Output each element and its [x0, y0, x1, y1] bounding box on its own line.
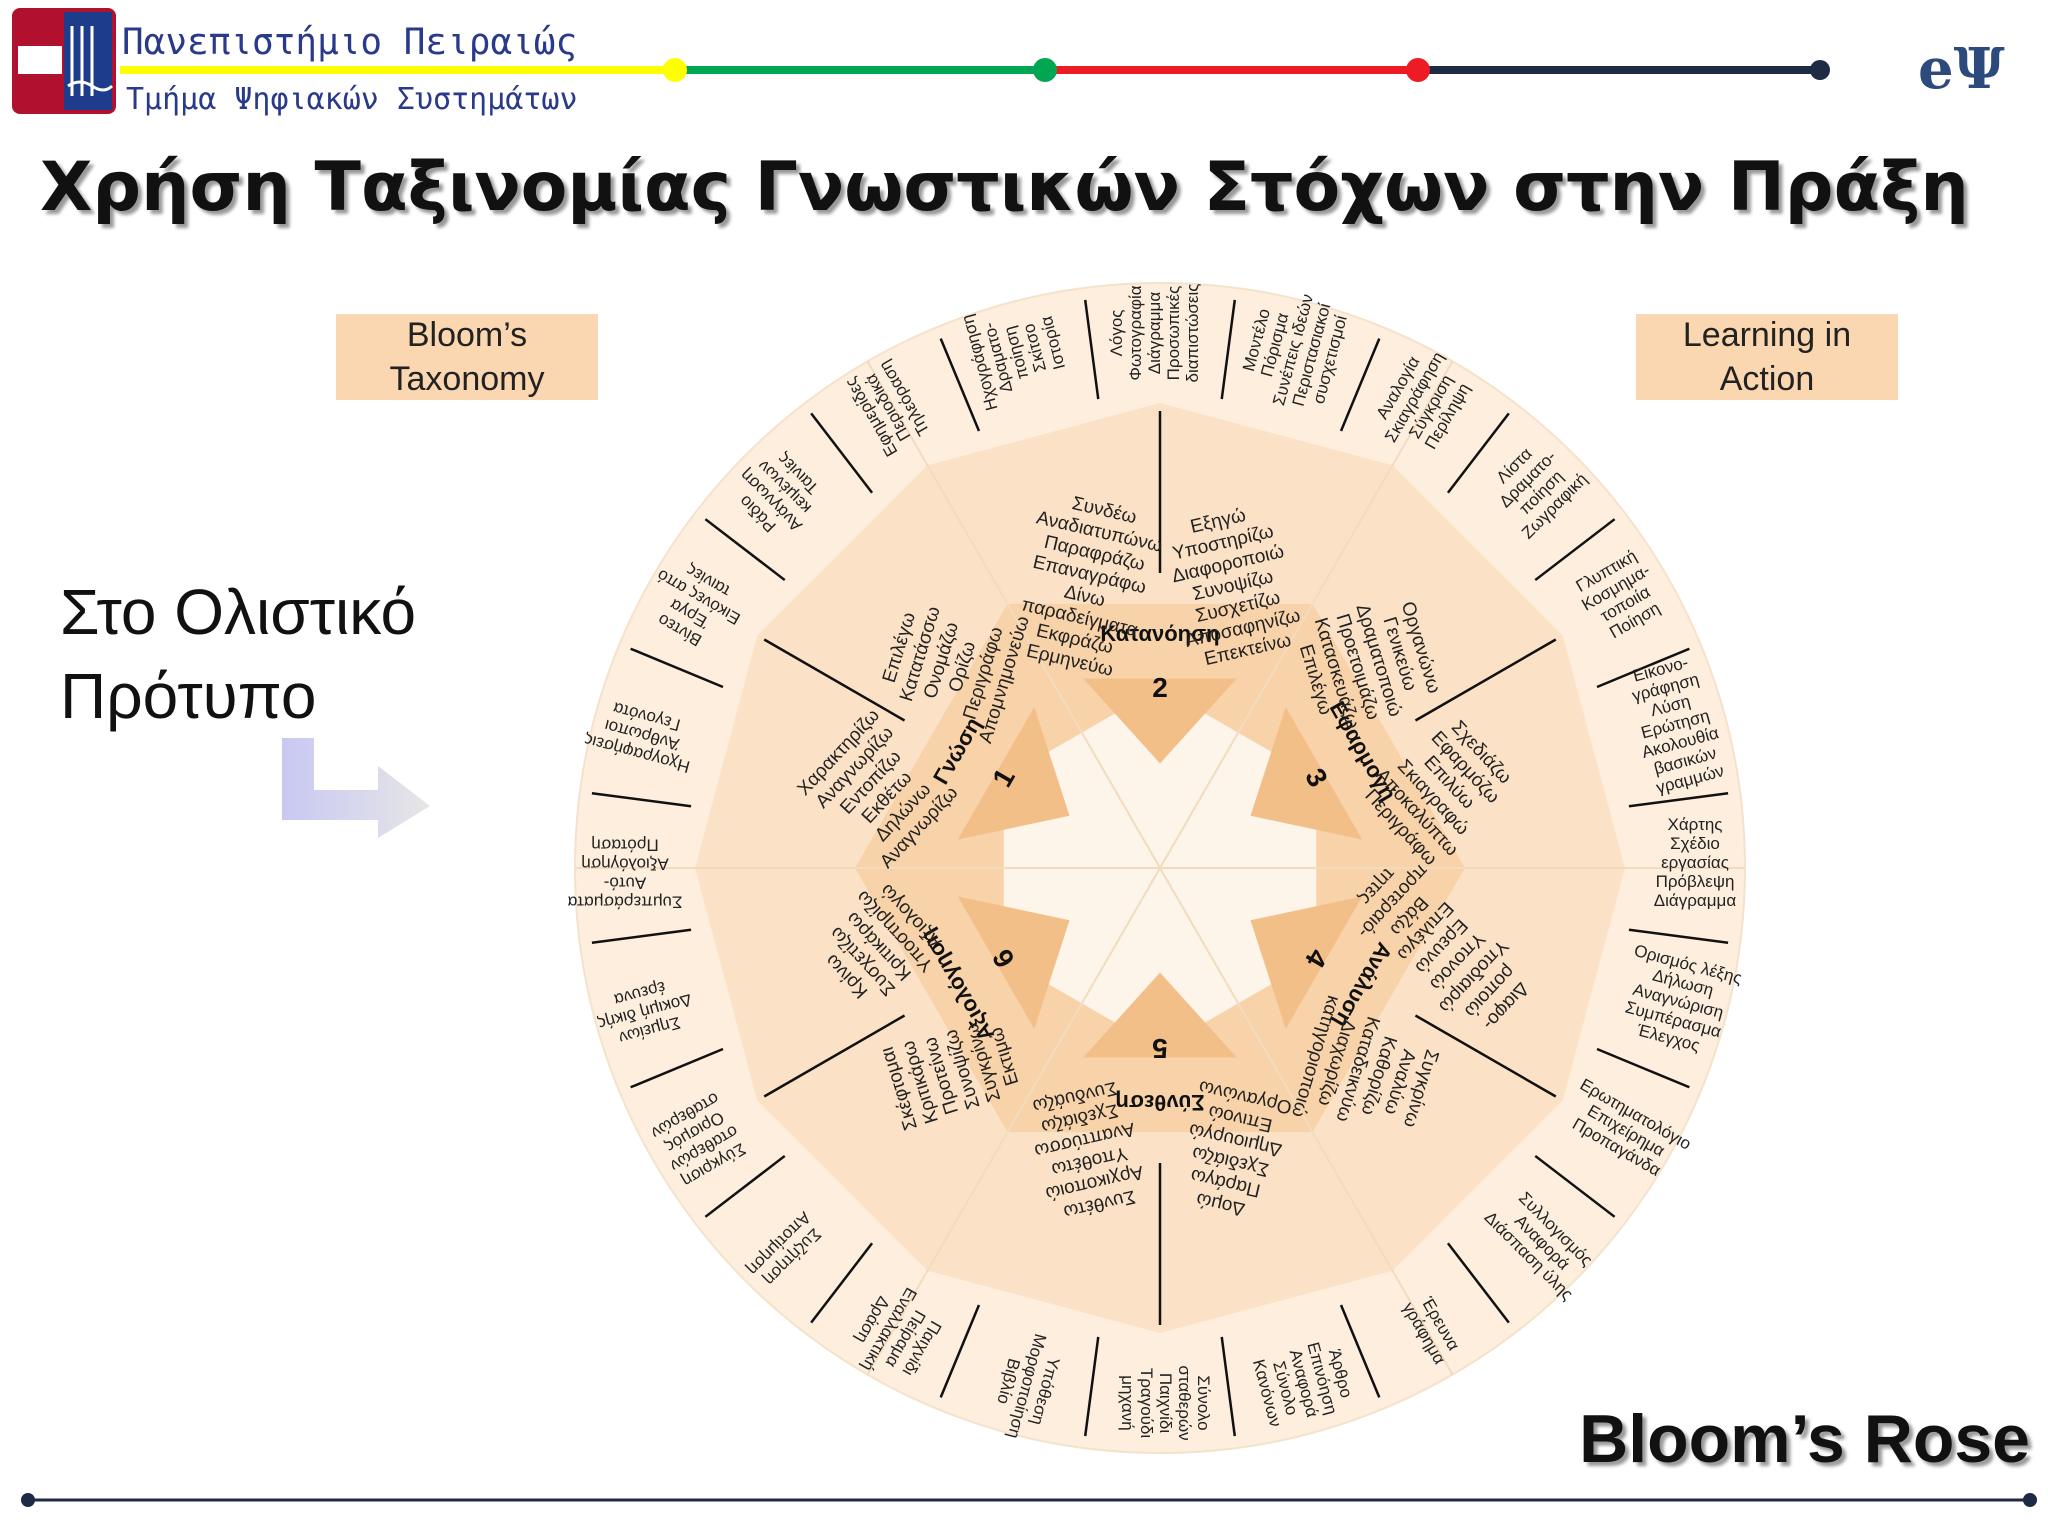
- blooms-taxonomy-label: Bloom’s Taxonomy: [336, 314, 598, 400]
- holistic-model-text: Στο Ολιστικό Πρότυπο: [60, 570, 416, 738]
- level-triangle: [957, 707, 1070, 840]
- outer-separator: [1628, 791, 1729, 808]
- divider-line: [866, 360, 1161, 869]
- side-text-line1: Στο Ολιστικό: [60, 576, 417, 648]
- university-crest-icon: [12, 8, 116, 114]
- middle-separator: [1414, 638, 1557, 722]
- middle-separator: [763, 638, 906, 722]
- level-1-group: 1ΓνώσηΧαρακτηρίζωΑναγνωρίζωΕντοπίζωΕκθέτ…: [794, 604, 1070, 873]
- outer-separator: [1596, 1047, 1690, 1089]
- outer-separator: [591, 928, 692, 945]
- outer-separator: [1083, 299, 1100, 400]
- outer-separator: [810, 412, 874, 494]
- outer-separator: [939, 1304, 981, 1398]
- bent-arrow-icon: [282, 738, 430, 838]
- outer-separator: [1628, 928, 1729, 945]
- outer-separator: [939, 338, 981, 432]
- level-name: Κατανόηση: [1100, 621, 1219, 646]
- level-triangle: [1083, 972, 1237, 1058]
- outer-separator: [1596, 647, 1690, 689]
- level-2-group: 2 ΚατανόησηΣυνδέωΑναδιατυπώνωΠαραφράζωΕπα…: [1005, 486, 1308, 764]
- blooms-taxonomy-text: Bloom’s Taxonomy: [389, 316, 545, 398]
- university-name: Πανεπιστήμιο Πειραιώς: [122, 22, 578, 63]
- outer-product-list: ΣύνολοσταθερώνΠαιχνίδιΤραγούδιμηχανή: [1118, 1365, 1213, 1440]
- outer-separator: [704, 1154, 786, 1218]
- level-triangle: [1083, 678, 1237, 764]
- outer-separator: [1083, 1336, 1100, 1437]
- outer-separator: [1339, 338, 1381, 432]
- eps-logo-icon: eΨ: [1918, 36, 2005, 100]
- brand-text: eΨ: [1918, 36, 2005, 100]
- level-triangle: [957, 896, 1070, 1029]
- middle-separator: [763, 1014, 906, 1098]
- verb-list: ΔομώΠαράγωΣχεδιάζωΔημιουργώΕπινοώΟργανών…: [1172, 1076, 1294, 1225]
- header-color-line: [120, 58, 1830, 82]
- outer-separator: [591, 791, 692, 808]
- outer-product-list: ΓλυπτικήΚοσμημα-τοποιίαΠοίηση: [1569, 544, 1672, 648]
- verb-list: ΟργανώνωΓενικεύωΔραματοποιώΠροετοιμάζωΚα…: [1288, 589, 1447, 739]
- level-number: 2: [1152, 672, 1168, 703]
- verb-list: ΣυνθέτωΑρχικοποιώΥποθέτωΑναπτύσσωΣχεδιάζ…: [1022, 1075, 1151, 1226]
- side-text-line2: Πρότυπο: [60, 660, 317, 732]
- outer-separator: [1339, 1304, 1381, 1398]
- divider-line: [866, 867, 1161, 1376]
- outer-separator: [810, 1242, 874, 1324]
- department-name: Τμήμα Ψηφιακών Συστημάτων: [126, 82, 578, 117]
- level-triangle: [1250, 707, 1363, 840]
- level-6-group: 6ΑξιολόγησηΣκέφτομαιΚριτικάρωΠροτείνωΣυν…: [821, 880, 1070, 1133]
- outer-separator: [1446, 412, 1510, 494]
- outer-product-list: ΛόγοςΦωτογραφίαΔιάγραμμαΠροσωπικέςδιαπισ…: [1107, 284, 1202, 383]
- outer-product-list: ΣυμπεράσματαΑυτό-ΑξιολόγησηΠρόταση: [567, 836, 682, 912]
- footer-line: [21, 1493, 2037, 1507]
- blooms-rose-title: Bloom’s Rose: [1579, 1401, 2030, 1477]
- outer-separator: [1220, 1336, 1237, 1437]
- outer-separator: [1220, 299, 1237, 400]
- middle-separator: [1414, 1014, 1557, 1098]
- outer-separator: [1534, 1154, 1616, 1218]
- divider-line: [1159, 360, 1454, 869]
- outer-separator: [1446, 1242, 1510, 1324]
- level-triangle: [1250, 896, 1363, 1029]
- verb-list: ΕξηγώΥποστηρίζωΔιαφοροποιώΣυνοψίζωΣυσχετ…: [1159, 498, 1308, 674]
- outer-separator: [1534, 518, 1616, 582]
- learning-in-action-text: Learning in Action: [1682, 316, 1852, 398]
- learning-in-action-label: Learning in Action: [1636, 314, 1898, 400]
- level-name: Σύνθεση: [1115, 1090, 1204, 1115]
- level-number: 5: [1152, 1033, 1168, 1064]
- outer-product-list: Εικονο-γράφησηΛύσηΕρώτησηΑκολουθίαβασικώ…: [1620, 650, 1731, 799]
- outer-separator: [704, 518, 786, 582]
- level-5-group: 5ΣύνθεσηΔομώΠαράγωΣχεδιάζωΔημιουργώΕπινο…: [1022, 972, 1294, 1226]
- divider-line: [1159, 867, 1454, 1376]
- outer-separator: [630, 1047, 724, 1089]
- outer-separator: [630, 647, 724, 689]
- verb-list: ΣυνδέωΑναδιατυπώνωΠαραφράζωΕπαναγράφωΔίν…: [1005, 486, 1170, 685]
- page-title: Χρήση Ταξινομίας Γνωστικών Στόχων στην Π…: [40, 148, 1969, 227]
